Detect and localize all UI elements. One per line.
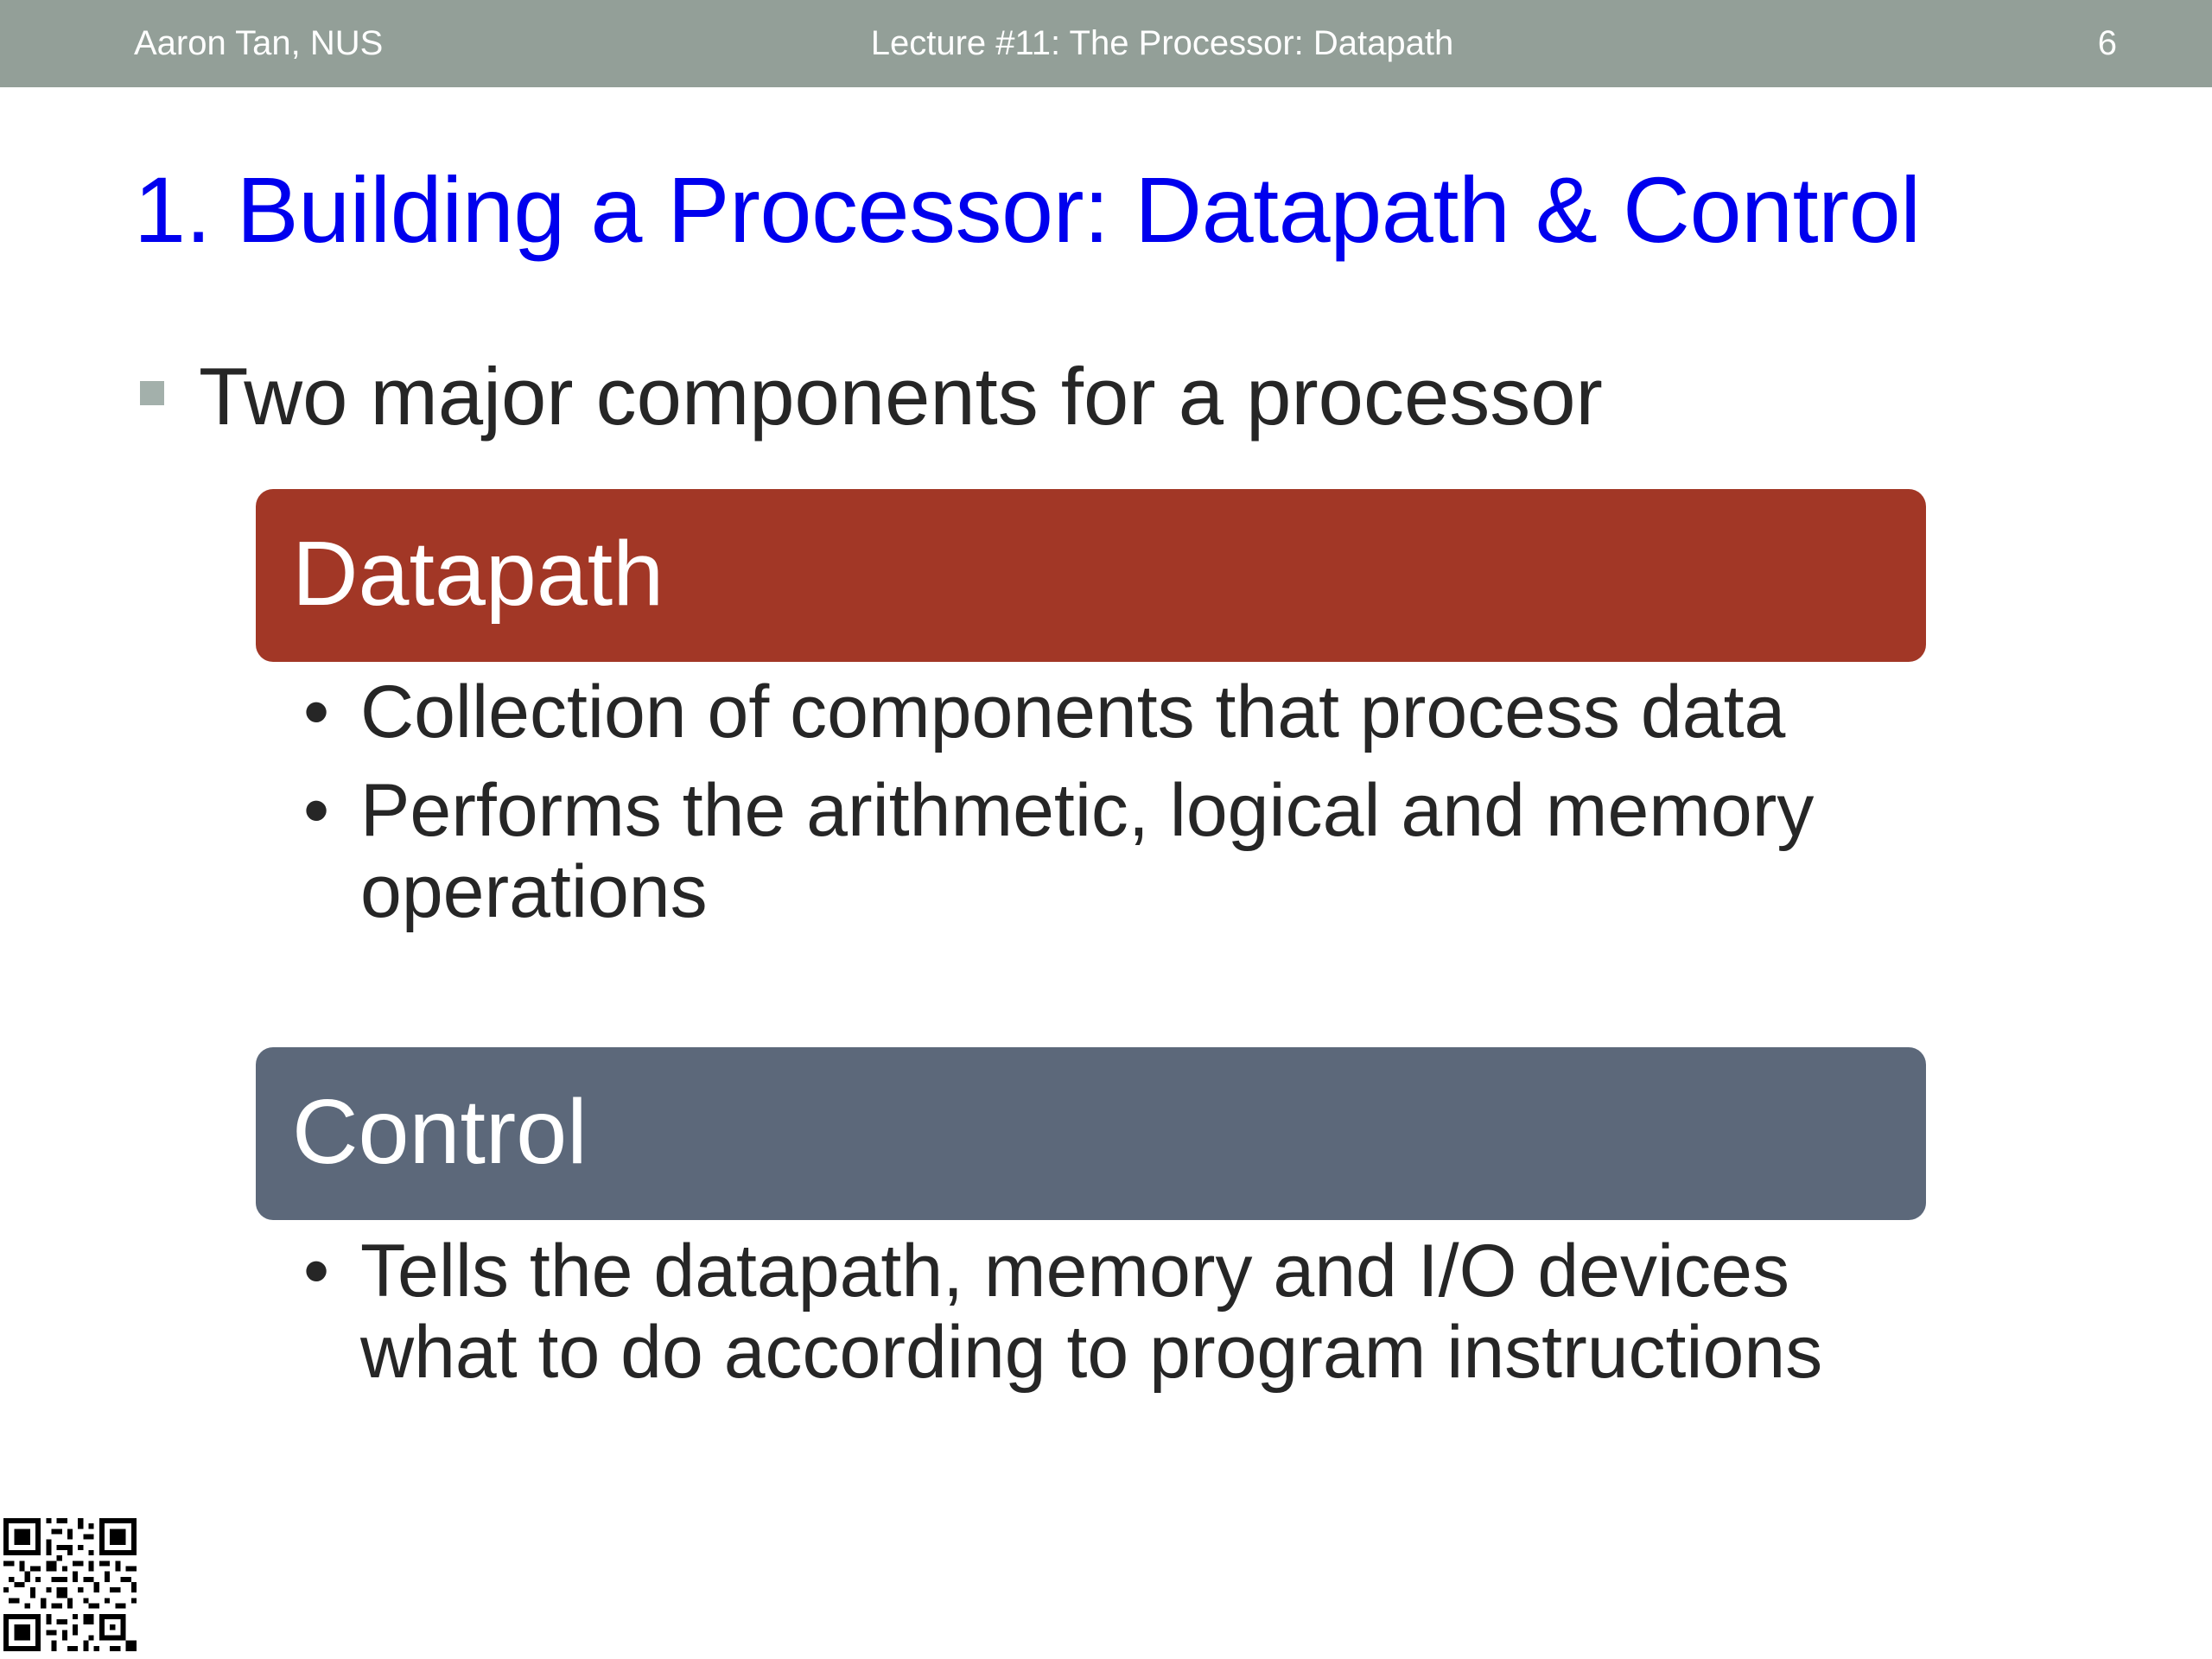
- list-item: • Collection of components that process …: [298, 671, 1940, 753]
- bullet-dot-icon: •: [303, 671, 330, 753]
- page-number: 6: [2097, 24, 2117, 62]
- author-label: Aaron Tan, NUS: [134, 24, 384, 62]
- datapath-heading: Datapath: [292, 523, 664, 625]
- datapath-heading-box: Datapath: [256, 489, 1926, 662]
- list-item-text: Tells the datapath, memory and I/O devic…: [360, 1230, 1823, 1394]
- list-item-text: Collection of components that process da…: [360, 671, 1786, 753]
- list-item: • Tells the datapath, memory and I/O dev…: [298, 1230, 1940, 1393]
- list-item: • Performs the arithmetic, logical and m…: [298, 770, 1940, 932]
- control-heading: Control: [292, 1081, 588, 1183]
- slide-title: 1. Building a Processor: Datapath & Cont…: [134, 157, 1921, 262]
- datapath-points: • Collection of components that process …: [298, 671, 1940, 950]
- bullet-dot-icon: •: [303, 769, 330, 852]
- square-bullet-icon: [140, 381, 164, 405]
- control-points: • Tells the datapath, memory and I/O dev…: [298, 1230, 1940, 1410]
- main-bullet-text: Two major components for a processor: [199, 351, 1603, 442]
- control-heading-box: Control: [256, 1047, 1926, 1220]
- main-bullet: Two major components for a processor: [140, 350, 1603, 443]
- lecture-title: Lecture #11: The Processor: Datapath: [870, 24, 1454, 62]
- list-item-text: Performs the arithmetic, logical and mem…: [360, 769, 1815, 933]
- qr-code-icon: [3, 1518, 137, 1651]
- slide-header-bar: Aaron Tan, NUS Lecture #11: The Processo…: [0, 0, 2212, 87]
- bullet-dot-icon: •: [303, 1230, 330, 1313]
